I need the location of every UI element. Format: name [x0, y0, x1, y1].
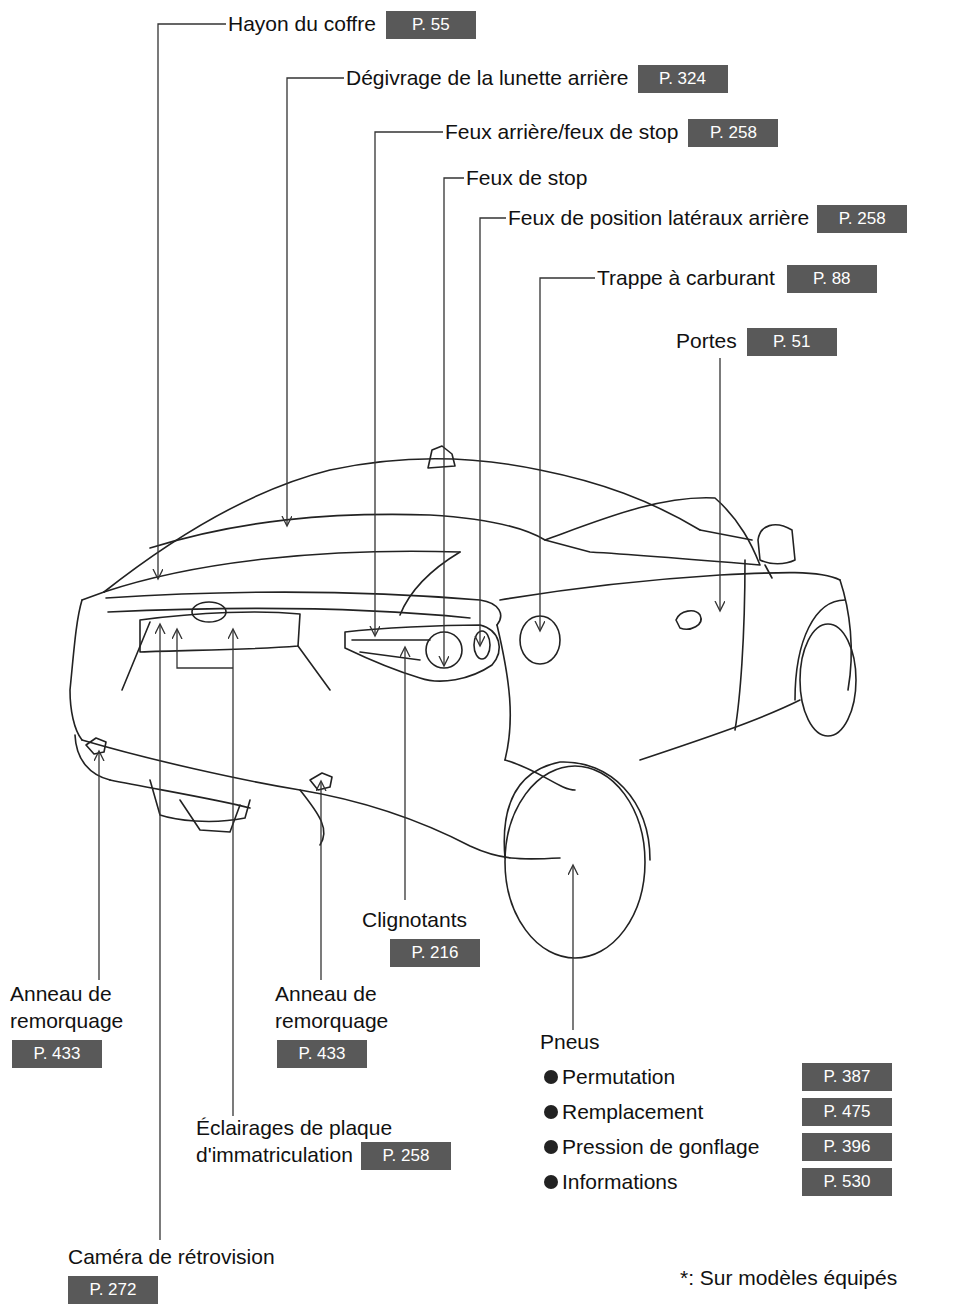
callout-group: Trappe à carburant P. 88	[597, 264, 877, 293]
page-ref-badge: P. 530	[802, 1168, 892, 1196]
callout-group: PermutationP. 387	[562, 1063, 675, 1090]
annotation-label: Pneus	[540, 1028, 600, 1055]
page-ref-badge: P. 272	[68, 1276, 158, 1304]
page-ref-badge: P. 433	[277, 1040, 367, 1068]
part-name: Clignotants	[362, 906, 522, 933]
page-ref-badge: P. 475	[802, 1098, 892, 1126]
part-name: Remplacement	[562, 1100, 703, 1123]
page-ref-badge: P. 433	[12, 1040, 102, 1068]
callout-group: Feux de position latéraux arrière P. 258	[508, 204, 907, 233]
callout-group: RemplacementP. 475	[562, 1098, 703, 1125]
callout-group: Pression de gonflageP. 396	[562, 1133, 759, 1160]
callout-group: Caméra de rétrovision P. 272	[68, 1243, 368, 1304]
page-ref-badge: P. 216	[390, 939, 480, 967]
part-name: Anneau de remorquage	[275, 980, 400, 1034]
callout-group: Dégivrage de la lunette arrière P. 324	[346, 64, 728, 93]
callout-group: Clignotants P. 216	[362, 906, 522, 967]
annotation-label: *: Sur modèles équipés	[680, 1264, 897, 1291]
part-name: Portes	[676, 329, 737, 352]
callout-group: Portes P. 51	[676, 327, 837, 356]
callout-group: Éclairages de plaque d'immatriculationP.…	[196, 1114, 486, 1170]
callout-group: Anneau de remorquage P. 433	[10, 980, 135, 1068]
page-ref-badge: P. 324	[638, 65, 728, 93]
part-name: Caméra de rétrovision	[68, 1243, 368, 1270]
callout-group: InformationsP. 530	[562, 1168, 678, 1195]
callout-group: Anneau de remorquage P. 433	[275, 980, 400, 1068]
annotation-label: Feux de stop	[466, 164, 587, 191]
part-name: Feux de position latéraux arrière	[508, 206, 809, 229]
page-ref-badge: P. 88	[787, 265, 877, 293]
page-ref-badge: P. 258	[361, 1142, 451, 1170]
part-name: Feux arrière/feux de stop	[445, 120, 678, 143]
callout-group: Feux arrière/feux de stop P. 258	[445, 118, 778, 147]
part-name: Dégivrage de la lunette arrière	[346, 66, 629, 89]
page-ref-badge: P. 396	[802, 1133, 892, 1161]
part-name: Hayon du coffre	[228, 12, 376, 35]
part-name: Informations	[562, 1170, 678, 1193]
part-name: Pression de gonflage	[562, 1135, 759, 1158]
part-name: Trappe à carburant	[597, 266, 775, 289]
page-ref-badge: P. 258	[817, 205, 907, 233]
page-ref-badge: P. 51	[747, 328, 837, 356]
page-ref-badge: P. 55	[386, 11, 476, 39]
page-ref-badge: P. 258	[688, 119, 778, 147]
part-name: Permutation	[562, 1065, 675, 1088]
page-ref-badge: P. 387	[802, 1063, 892, 1091]
callout-group: Hayon du coffre P. 55	[228, 10, 476, 39]
part-name: Anneau de remorquage	[10, 980, 135, 1034]
